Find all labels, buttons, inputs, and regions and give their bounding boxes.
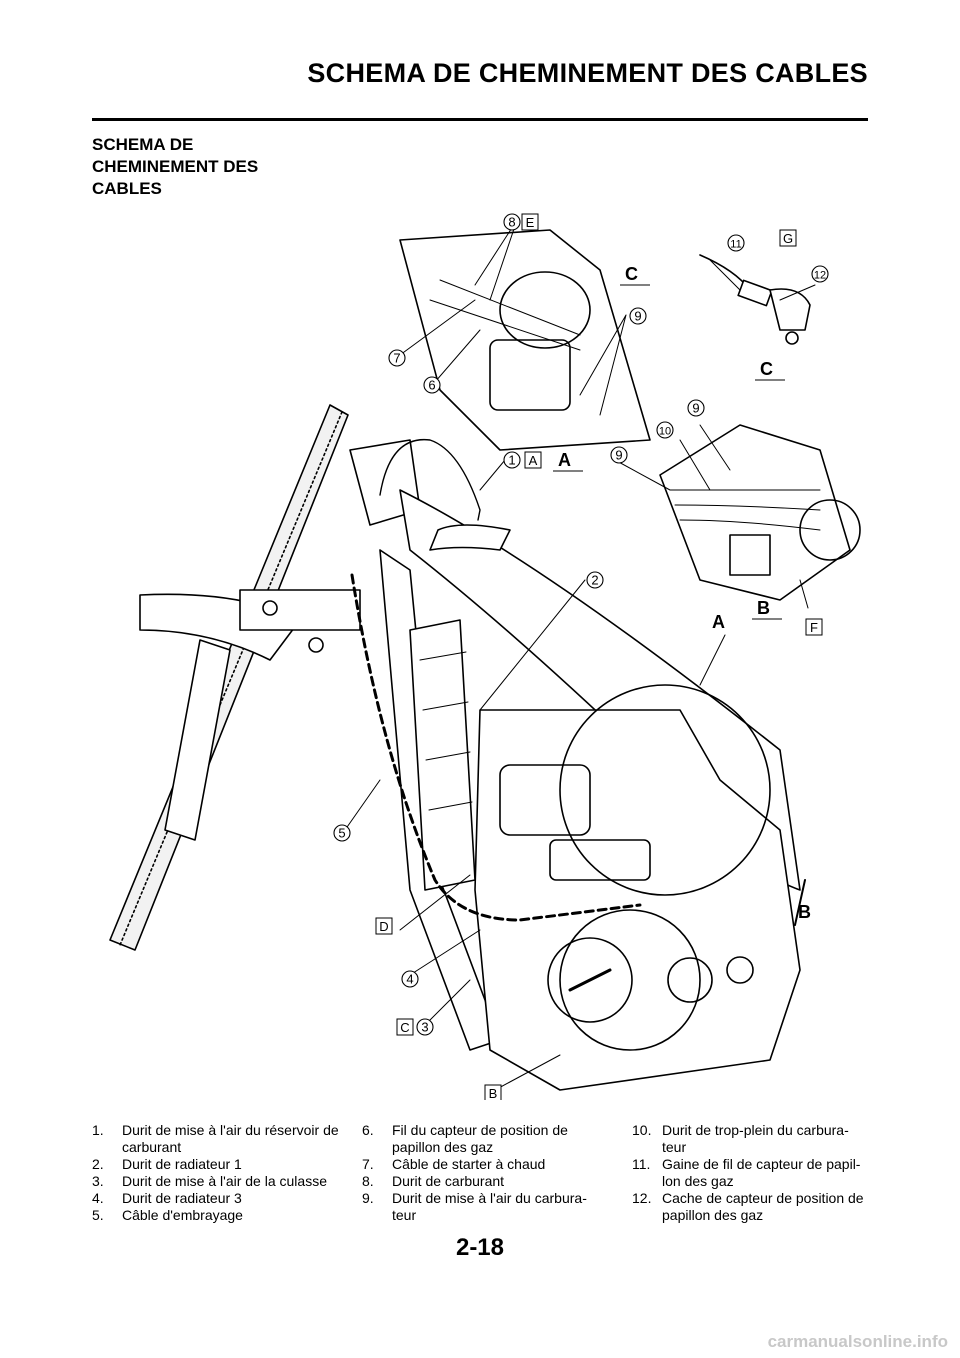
callout-5: 5 xyxy=(333,824,351,842)
header-rule xyxy=(92,118,868,121)
label-box-e: E xyxy=(521,213,539,231)
legend-column-2: 6.Fil du capteur de position de papillon… xyxy=(362,1122,602,1224)
svg-text:4: 4 xyxy=(406,972,413,987)
svg-text:9: 9 xyxy=(634,309,641,324)
fork-lower-tube xyxy=(164,639,231,841)
section-title: SCHEMA DE CHEMINEMENT DES CABLES xyxy=(92,134,312,200)
svg-text:5: 5 xyxy=(338,826,345,841)
callout-6: 6 xyxy=(423,376,441,394)
legend-item: 2.Durit de radiateur 1 xyxy=(92,1156,242,1172)
view-label-a: A xyxy=(558,450,571,470)
view-label-b: B xyxy=(798,902,811,922)
svg-text:G: G xyxy=(783,231,793,246)
leader-lines xyxy=(344,219,816,1091)
detail-circle-a xyxy=(559,684,771,896)
svg-text:1: 1 xyxy=(508,453,515,468)
svg-text:10: 10 xyxy=(659,426,671,438)
legend-item: 1.Durit de mise à l'air du réservoir de … xyxy=(92,1122,339,1155)
svg-text:3: 3 xyxy=(421,1020,428,1035)
section-title-line: CHEMINEMENT DES xyxy=(92,157,259,176)
page-number: 2-18 xyxy=(455,1234,505,1261)
svg-text:D: D xyxy=(379,919,388,934)
callout-10: 10 xyxy=(656,421,674,439)
svg-text:7: 7 xyxy=(393,351,400,366)
watermark: carmanualsonline.info xyxy=(767,1332,948,1351)
callout-7: 7 xyxy=(388,349,406,367)
engine-block xyxy=(474,709,801,1091)
view-label-c: C xyxy=(760,359,773,379)
callout-12: 12 xyxy=(811,265,829,283)
label-box-f: F xyxy=(805,618,823,636)
legend-item: 8.Durit de carburant xyxy=(362,1173,505,1189)
view-label-a: A xyxy=(712,612,725,632)
front-fork xyxy=(109,404,349,951)
legend-item: 12.Cache de capteur de position de papil… xyxy=(632,1190,864,1223)
label-box-g: G xyxy=(779,229,797,247)
legend-item: 5.Câble d'embrayage xyxy=(92,1207,243,1223)
svg-text:12: 12 xyxy=(814,270,826,282)
callout-8: 8 xyxy=(503,213,521,231)
callout-9: 9 xyxy=(610,446,628,464)
triple-clamp xyxy=(239,589,361,631)
callout-1: 1 xyxy=(503,451,521,469)
svg-text:A: A xyxy=(529,453,538,468)
clutch-cable xyxy=(350,573,642,922)
callout-2: 2 xyxy=(586,571,604,589)
cable-routing-diagram: 1 2 3 4 5 6 7 8 9 9 9 10 11 12 A B C D E… xyxy=(109,213,861,1100)
label-box-c: C xyxy=(396,1018,414,1036)
svg-text:B: B xyxy=(489,1086,498,1100)
legend-item: 7.Câble de starter à chaud xyxy=(362,1156,546,1172)
callout-4: 4 xyxy=(401,970,419,988)
legend-item: 9.Durit de mise à l'air du carbura-teur xyxy=(362,1190,587,1223)
page-header-title: SCHEMA DE CHEMINEMENT DES CABLES xyxy=(307,58,868,88)
svg-text:8: 8 xyxy=(508,215,515,230)
fuel-tank-breather-hose xyxy=(379,438,481,521)
legend-item: 6.Fil du capteur de position de papillon… xyxy=(362,1122,568,1155)
svg-text:9: 9 xyxy=(615,448,622,463)
svg-text:9: 9 xyxy=(692,401,699,416)
svg-text:C: C xyxy=(400,1020,409,1035)
label-box-a: A xyxy=(524,451,542,469)
view-label-b: B xyxy=(757,598,770,618)
callout-9: 9 xyxy=(687,399,705,417)
view-label-c: C xyxy=(625,264,638,284)
legend-item: 3.Durit de mise à l'air de la culasse xyxy=(92,1173,327,1189)
callout-11: 11 xyxy=(727,234,745,252)
svg-text:F: F xyxy=(810,620,818,635)
legend-item: 11.Gaine de fil de capteur de papil-lon … xyxy=(632,1156,861,1189)
callout-3: 3 xyxy=(416,1018,434,1036)
legend-item: 4.Durit de radiateur 3 xyxy=(92,1190,242,1206)
svg-text:6: 6 xyxy=(428,378,435,393)
label-box-b: B xyxy=(484,1084,502,1100)
legend-column-3: 10.Durit de trop-plein du carbura-teur 1… xyxy=(632,1122,872,1224)
legend-item: 10.Durit de trop-plein du carbura-teur xyxy=(632,1122,849,1155)
label-box-d: D xyxy=(375,917,393,935)
svg-text:E: E xyxy=(526,215,535,230)
svg-text:2: 2 xyxy=(591,573,598,588)
svg-text:11: 11 xyxy=(730,239,741,251)
legend-column-1: 1.Durit de mise à l'air du réservoir de … xyxy=(92,1122,342,1224)
section-title-line: CABLES xyxy=(92,179,162,198)
callout-9: 9 xyxy=(629,307,647,325)
hoses-detail xyxy=(659,424,851,601)
section-title-line: SCHEMA DE xyxy=(92,135,194,154)
clutch-cover xyxy=(559,909,701,1051)
